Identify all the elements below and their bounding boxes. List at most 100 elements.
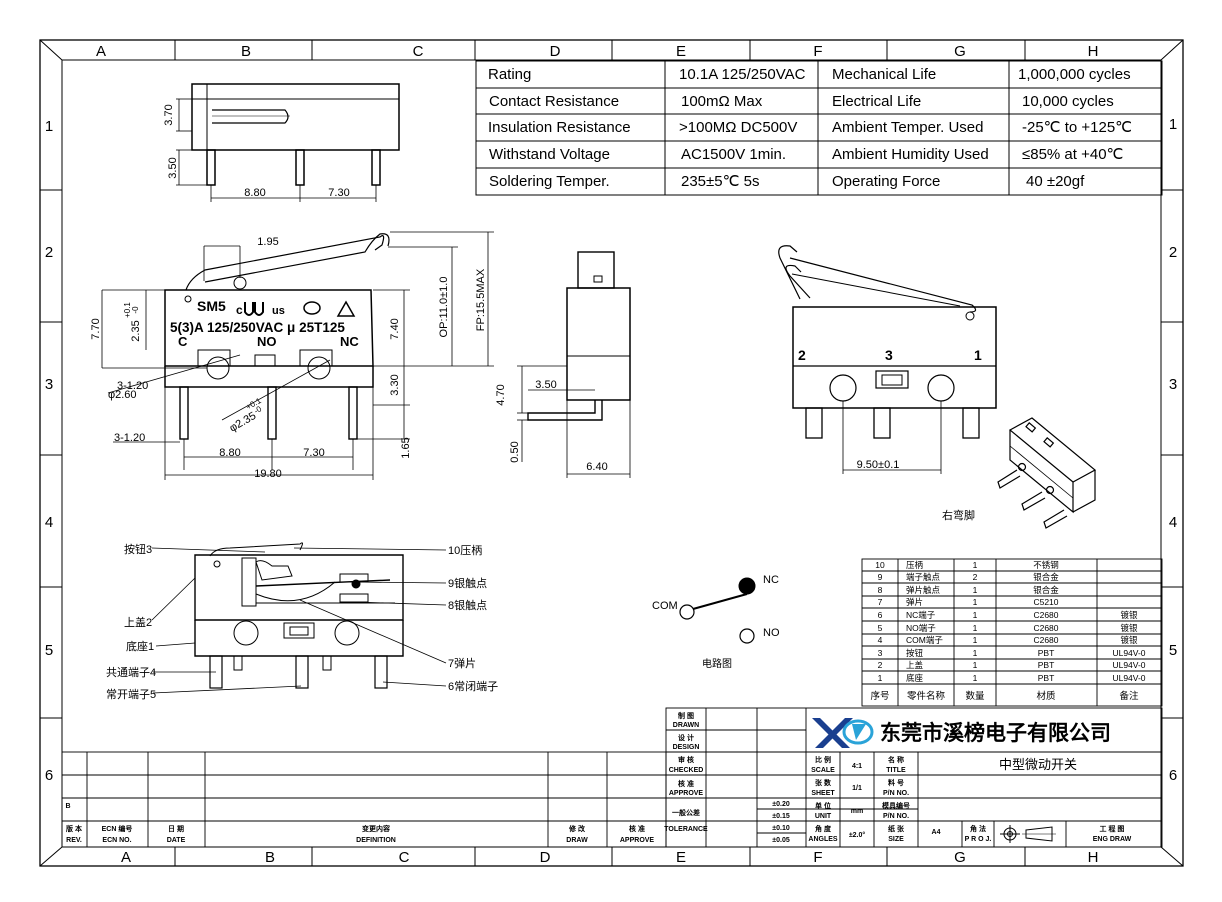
row-label: 3: [1169, 376, 1177, 393]
svg-text:1: 1: [973, 648, 978, 658]
col-label: H: [1088, 43, 1099, 60]
bom-row: 8 弹片触点 1 银合金: [878, 585, 1060, 595]
front-view: [101, 231, 494, 480]
dim-label: 7.40: [389, 318, 401, 339]
tb-label: ENG DRAW: [1093, 836, 1132, 843]
tb-tol-value: ±0.05: [772, 837, 790, 844]
svg-text:C5210: C5210: [1033, 597, 1058, 607]
tb-value: A4: [932, 829, 941, 836]
tb-label: 名 称: [888, 755, 904, 764]
row-label: 3: [45, 376, 53, 393]
row-label: 6: [1169, 767, 1177, 784]
tb-label: 审 核: [678, 755, 694, 764]
tb-label: 张 数: [815, 778, 832, 787]
bom-row: 3 按钮 1 PBT UL94V-0: [878, 648, 1146, 658]
dim-label: 3.70: [163, 104, 175, 125]
svg-text:C2680: C2680: [1033, 610, 1058, 620]
circuit-diagram: [679, 577, 756, 644]
tb-tol-value: ±0.15: [772, 813, 790, 820]
row-label: 1: [1169, 116, 1177, 133]
revision-table: B 版 本 REV. ECN 编号 ECN NO. 日 期 DATE 变更内容 …: [61, 751, 667, 848]
tb-label: SCALE: [811, 767, 835, 774]
svg-text:1: 1: [973, 597, 978, 607]
bom-row: 6 NC端子 1 C2680 镀银: [878, 610, 1138, 620]
svg-text:2: 2: [878, 660, 883, 670]
spec-cell: 10,000 cycles: [1022, 93, 1114, 110]
title-block: 东莞市溪榜电子有限公司 制 图 DRAWN 设 计 DESIGN 审 核 CHE…: [664, 707, 1163, 848]
circuit-nc-label: NC: [763, 574, 779, 586]
bom-header-row: 序号 零件名称 数量 材质 备注: [870, 690, 1139, 702]
bom-row: 7 弹片 1 C5210: [878, 597, 1059, 607]
svg-text:3: 3: [878, 648, 883, 658]
col-label: A: [121, 849, 131, 866]
dim-label: +0.1: [123, 302, 132, 318]
spec-cell: 1,000,000 cycles: [1018, 66, 1131, 83]
col-label: B: [241, 43, 251, 60]
column-labels-top: A B C D E F G H: [96, 43, 1098, 60]
col-label: E: [676, 849, 686, 866]
bom-row: 2 上盖 1 PBT UL94V-0: [878, 660, 1146, 670]
svg-text:镀银: 镀银: [1120, 610, 1138, 620]
dim-label: 3.50: [535, 379, 556, 391]
svg-text:1: 1: [973, 560, 978, 570]
col-label: H: [1088, 849, 1099, 866]
side-view: [517, 251, 631, 478]
callout-label: 6常闭端子: [448, 680, 498, 693]
svg-text:弹片: 弹片: [906, 597, 923, 607]
dim-label: -0: [253, 404, 264, 416]
tb-value: 4:1: [852, 763, 862, 770]
front-view-dimensions: 1.95 7.70 2.35 +0.1 -0 7.40 OP:11.0±1.0 …: [90, 236, 487, 480]
svg-text:弹片触点: 弹片触点: [906, 585, 941, 595]
col-label: D: [540, 849, 551, 866]
svg-text:端子触点: 端子触点: [906, 572, 941, 582]
tb-label: SIZE: [888, 836, 904, 843]
tb-value: ±2.0°: [849, 831, 866, 839]
rating-marking: 5(3)A 125/250VAC μ 25T125: [170, 320, 345, 335]
side-view-dimensions: 4.70 3.50 0.50 6.40: [495, 379, 608, 473]
rev-header: 日 期: [168, 824, 184, 833]
col-label: D: [550, 43, 561, 60]
svg-text:1: 1: [973, 673, 978, 683]
circuit-no-label: NO: [763, 627, 780, 639]
row-label: 5: [45, 642, 53, 659]
tb-label: 一般公差: [672, 808, 700, 817]
tb-tol-value: ±0.20: [772, 801, 790, 808]
callout-label: 按钮3: [124, 542, 152, 556]
svg-text:1: 1: [973, 660, 978, 670]
dim-label: 1.65: [400, 437, 412, 458]
svg-text:不锈钢: 不锈钢: [1033, 560, 1059, 570]
terminal-label: 1: [974, 347, 982, 363]
drawing-title: 中型微动开关: [999, 758, 1077, 773]
dim-label: 8.80: [244, 187, 265, 199]
svg-text:材质: 材质: [1036, 690, 1056, 702]
tb-label: 单 位: [815, 801, 831, 810]
callout-label: 常开端子5: [106, 688, 156, 701]
iso-caption: 右弯脚: [942, 508, 975, 522]
top-view: [176, 83, 400, 202]
svg-text:压柄: 压柄: [906, 560, 924, 570]
rev-header: DATE: [167, 837, 186, 844]
tb-label: 料 号: [888, 778, 904, 787]
circuit-com-label: COM: [652, 600, 678, 612]
dim-label: 7.30: [303, 447, 324, 459]
rev-header: 核 准: [629, 824, 645, 833]
spec-cell: Ambient Temper. Used: [832, 119, 983, 136]
col-label: G: [954, 849, 966, 866]
svg-text:UL94V-0: UL94V-0: [1112, 673, 1145, 683]
svg-text:镀银: 镀银: [1120, 623, 1138, 633]
spec-cell: Soldering Temper.: [489, 173, 610, 190]
dim-label: 4.70: [495, 384, 507, 405]
section-view: [151, 542, 447, 694]
brand-marking: SM5: [197, 298, 226, 314]
rev-header: APPROVE: [620, 837, 655, 844]
dim-label: 1.95: [257, 236, 278, 248]
rev-header: 修 改: [568, 824, 586, 833]
bom-row: 1 底座 1 PBT UL94V-0: [878, 673, 1146, 683]
tb-label: 核 准: [678, 779, 694, 788]
spec-cell: AC1500V 1min.: [681, 146, 786, 163]
callout-label: 上盖2: [124, 615, 152, 629]
bom-row: 9 端子触点 2 银合金: [878, 572, 1060, 582]
dim-label: 6.40: [586, 461, 607, 473]
dim-label: φ2.60: [108, 389, 137, 401]
row-label: 6: [45, 767, 53, 784]
